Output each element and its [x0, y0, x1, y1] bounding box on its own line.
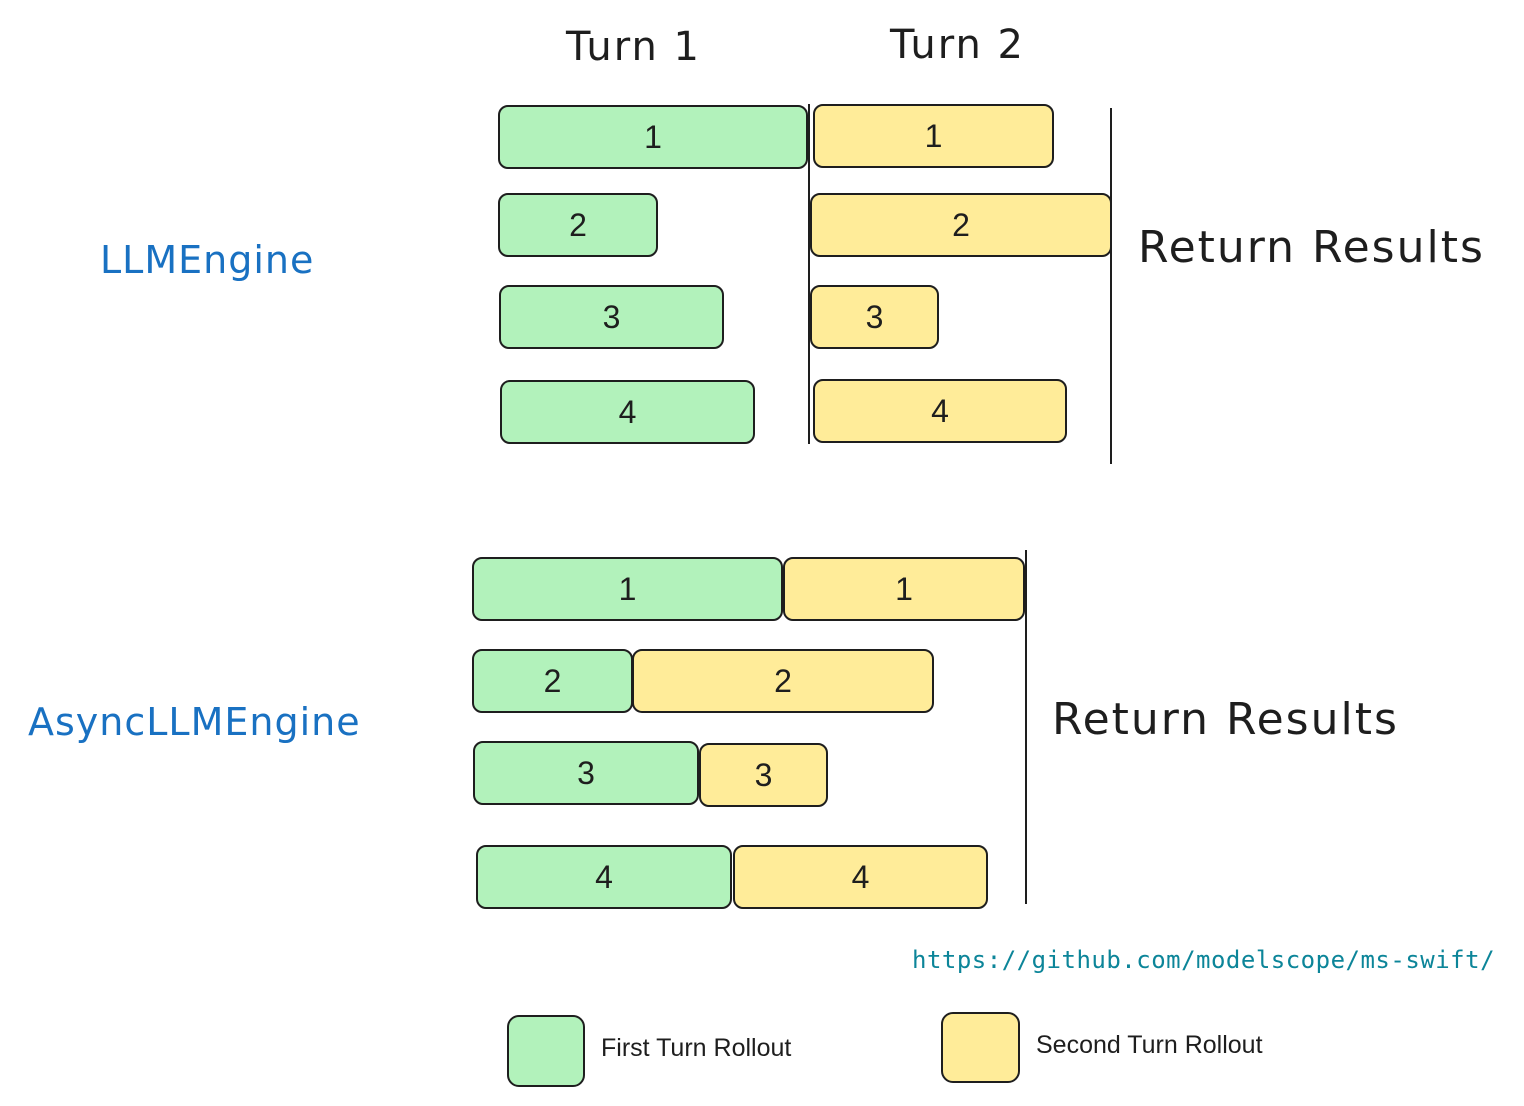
turn-1-header: Turn 1 [566, 24, 701, 70]
async-second-turn-rollout-4: 4 [733, 845, 988, 909]
legend-first-turn-swatch [507, 1015, 585, 1087]
async-first-turn-rollout-1: 1 [472, 557, 783, 621]
sync-first-turn-rollout-2: 2 [498, 193, 658, 257]
turn-2-header: Turn 2 [890, 22, 1025, 68]
async-first-turn-rollout-3: 3 [473, 741, 699, 805]
sync-return-line [1110, 108, 1112, 464]
sync-second-turn-rollout-3: 3 [810, 285, 939, 349]
sync-second-turn-rollout-2: 2 [810, 193, 1112, 257]
turn-divider-line [808, 104, 810, 444]
sync-first-turn-rollout-3: 3 [499, 285, 724, 349]
legend-second-turn-swatch [941, 1012, 1020, 1083]
async-first-turn-rollout-4: 4 [476, 845, 732, 909]
async-return-results-label: Return Results [1052, 694, 1399, 745]
async-second-turn-rollout-2: 2 [632, 649, 934, 713]
legend-second-turn-label: Second Turn Rollout [1036, 1031, 1263, 1059]
async-second-turn-rollout-1: 1 [783, 557, 1025, 621]
sync-return-results-label: Return Results [1138, 222, 1485, 273]
async-second-turn-rollout-3: 3 [699, 743, 828, 807]
async-first-turn-rollout-2: 2 [472, 649, 633, 713]
sync-first-turn-rollout-1: 1 [498, 105, 808, 169]
async-return-line [1025, 550, 1027, 904]
sync-first-turn-rollout-4: 4 [500, 380, 755, 444]
llm-engine-label: LLMEngine [100, 238, 315, 282]
sync-second-turn-rollout-1: 1 [813, 104, 1054, 168]
sync-second-turn-rollout-4: 4 [813, 379, 1067, 443]
async-llm-engine-label: AsyncLLMEngine [28, 700, 361, 744]
legend-first-turn-label: First Turn Rollout [601, 1034, 792, 1062]
repo-url-link[interactable]: https://github.com/modelscope/ms-swift/ [912, 946, 1496, 974]
